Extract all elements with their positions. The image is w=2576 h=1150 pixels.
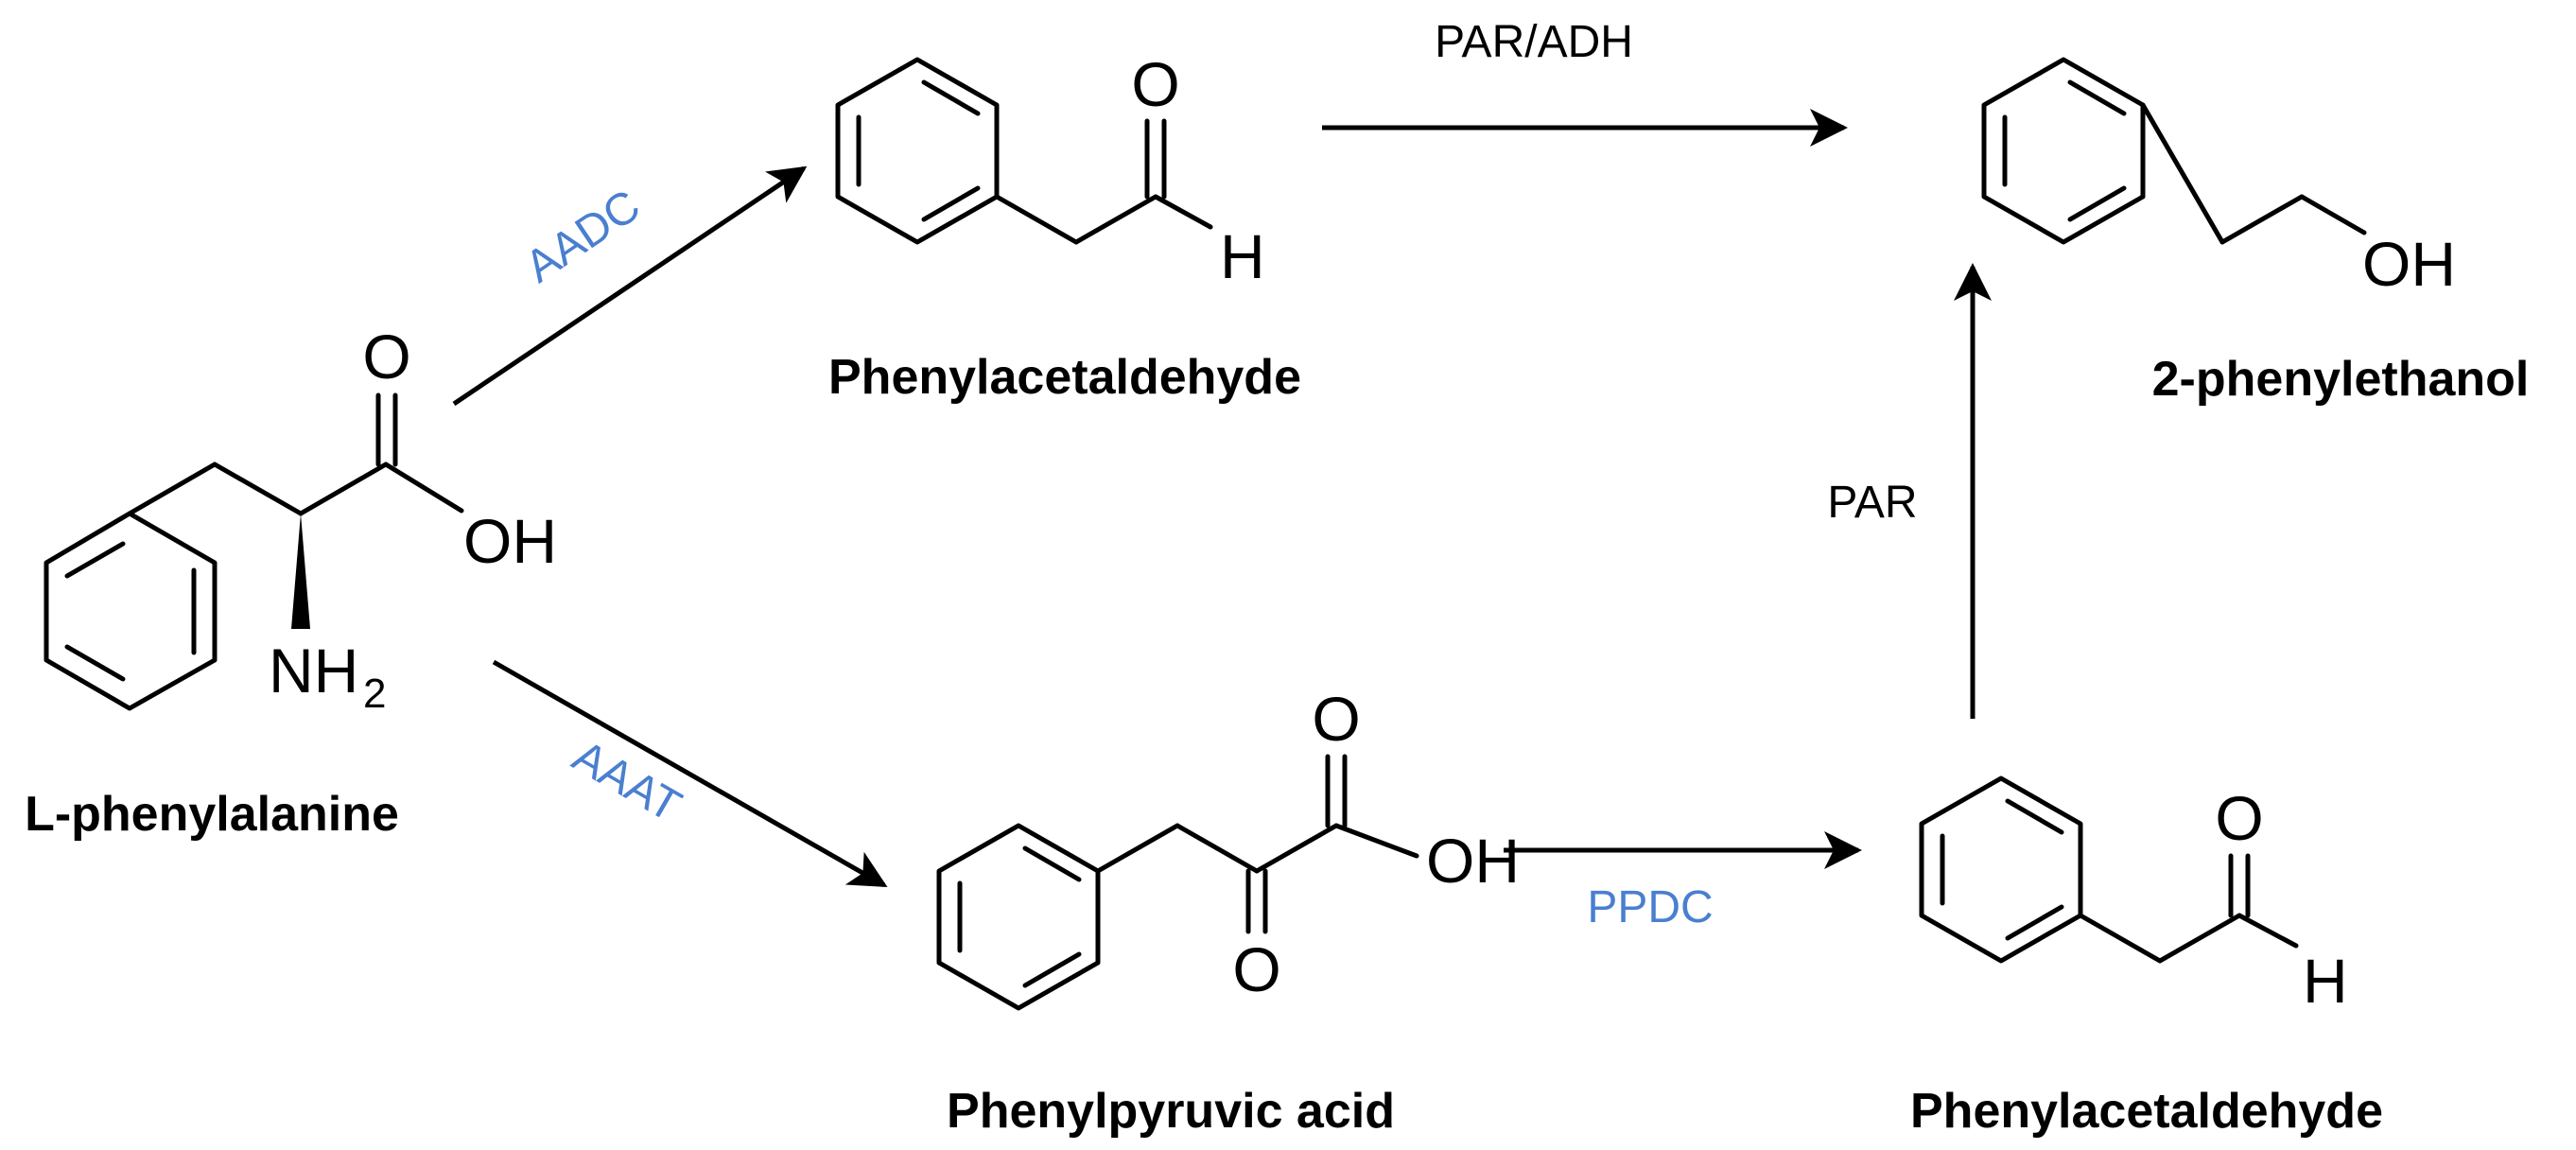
structure-2-phenylethanol: OH bbox=[1981, 57, 2456, 299]
atom-label: O bbox=[362, 322, 410, 392]
atom-label: O bbox=[1312, 684, 1360, 754]
benzene-ring bbox=[1981, 57, 2146, 245]
bond bbox=[1073, 194, 1158, 245]
atom-label: OH bbox=[463, 506, 557, 576]
compound-name-phenylacetaldehyde-bottom: Phenylacetaldehyde bbox=[1910, 1084, 2383, 1139]
bond bbox=[1254, 823, 1339, 874]
atom-subscript: 2 bbox=[363, 671, 386, 717]
bond bbox=[127, 462, 218, 516]
compound-name-2-phenylethanol: 2-phenylethanol bbox=[2152, 352, 2530, 407]
reaction-arrow-aadc bbox=[452, 166, 808, 407]
bond bbox=[994, 194, 1079, 245]
enzyme-label-aaat: AAAT bbox=[565, 731, 689, 832]
enzyme-label-aadc: AADC bbox=[516, 181, 649, 293]
bond bbox=[1153, 194, 1213, 230]
structure-phenylpyruvic-acid: O OH O bbox=[936, 684, 1520, 1011]
compound-name-phenylacetaldehyde-top: Phenylacetaldehyde bbox=[828, 350, 1301, 405]
benzene-ring bbox=[936, 823, 1101, 1011]
bond bbox=[2078, 913, 2163, 964]
atom-label: H bbox=[1220, 221, 1265, 291]
structure-phenylacetaldehyde-top: O H bbox=[835, 49, 1265, 291]
benzene-ring bbox=[1919, 775, 2083, 964]
bond bbox=[2219, 194, 2305, 245]
bond bbox=[212, 462, 304, 516]
enzyme-label-par: PAR bbox=[1827, 478, 1917, 528]
bond bbox=[2237, 913, 2299, 949]
atom-label: H bbox=[2303, 946, 2348, 1016]
benzene-ring bbox=[44, 511, 218, 711]
wedge-bond bbox=[291, 514, 310, 629]
atom-label: OH bbox=[1426, 826, 1520, 896]
compound-name-l-phenylalanine: L-phenylalanine bbox=[25, 787, 399, 842]
reaction-arrow-aaat bbox=[492, 659, 888, 888]
bond bbox=[2157, 913, 2242, 964]
bond bbox=[2140, 102, 2225, 245]
structure-l-phenylalanine: O OH NH 2 bbox=[44, 322, 557, 717]
atom-label: O bbox=[1232, 934, 1280, 1004]
enzyme-label-par-adh: PAR/ADH bbox=[1435, 17, 1633, 67]
benzene-ring bbox=[835, 57, 1000, 245]
atom-label: O bbox=[1131, 49, 1179, 119]
bond bbox=[1095, 823, 1180, 874]
atom-label: NH bbox=[269, 636, 358, 706]
bond bbox=[2299, 194, 2367, 235]
bond bbox=[383, 462, 464, 514]
bond bbox=[1175, 823, 1260, 874]
enzyme-label-ppdc: PPDC bbox=[1587, 882, 1713, 932]
compound-name-phenylpyruvic-acid: Phenylpyruvic acid bbox=[947, 1084, 1395, 1139]
atom-label: OH bbox=[2362, 229, 2456, 299]
structure-phenylacetaldehyde-bottom: O H bbox=[1919, 775, 2348, 1016]
atom-label: O bbox=[2215, 783, 2263, 853]
bond bbox=[1333, 823, 1419, 859]
bond bbox=[298, 462, 389, 516]
